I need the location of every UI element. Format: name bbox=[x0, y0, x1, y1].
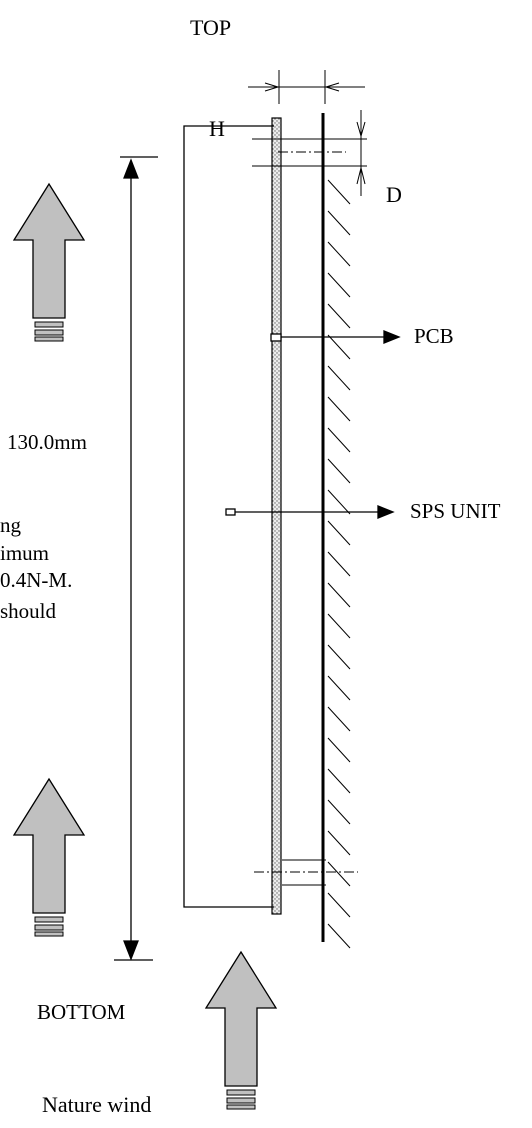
hatch-line bbox=[327, 923, 351, 949]
hatch-line bbox=[327, 458, 351, 484]
note-fragment-2: imum bbox=[0, 541, 50, 565]
hatch-line bbox=[327, 334, 351, 360]
pcb-leader bbox=[270, 330, 401, 344]
nature-wind-label: Nature wind bbox=[42, 1092, 152, 1117]
bottom-screw-marks bbox=[254, 859, 358, 886]
top-label: TOP bbox=[190, 15, 232, 40]
note-fragment-1: ng bbox=[0, 513, 21, 537]
dimension-label: 130.0mm bbox=[7, 430, 87, 454]
wall bbox=[321, 113, 351, 949]
hatch-line bbox=[327, 706, 351, 732]
hatch-line bbox=[327, 613, 351, 639]
hatch-line bbox=[327, 551, 351, 577]
hatch-line bbox=[327, 892, 351, 918]
hatch-line bbox=[327, 396, 351, 422]
h-label: H bbox=[209, 116, 225, 141]
hatch-line bbox=[327, 179, 351, 205]
top-dimension-marks bbox=[248, 70, 367, 196]
up-arrow-icon bbox=[12, 777, 86, 937]
hatch-line bbox=[327, 272, 351, 298]
note-fragment-3: 0.4N-M. bbox=[0, 568, 73, 592]
pcb-board bbox=[271, 117, 282, 915]
hatch-line bbox=[327, 768, 351, 794]
hatch-line bbox=[327, 303, 351, 329]
hatch-line bbox=[327, 675, 351, 701]
pcb-label: PCB bbox=[414, 324, 454, 348]
up-arrow-icon bbox=[204, 950, 278, 1110]
hatch-line bbox=[327, 520, 351, 546]
hatch-line bbox=[327, 737, 351, 763]
hatch-line bbox=[327, 427, 351, 453]
wall-hatching bbox=[327, 179, 351, 949]
hatch-line bbox=[327, 799, 351, 825]
bottom-label: BOTTOM bbox=[37, 1000, 126, 1024]
hatch-line bbox=[327, 489, 351, 515]
hatch-line bbox=[327, 210, 351, 236]
hatch-line bbox=[327, 861, 351, 887]
hatch-line bbox=[327, 241, 351, 267]
d-label: D bbox=[386, 182, 402, 207]
hatch-line bbox=[327, 365, 351, 391]
hatch-line bbox=[327, 830, 351, 856]
hatch-line bbox=[327, 582, 351, 608]
height-dimension bbox=[114, 156, 158, 961]
sps-unit-label: SPS UNIT bbox=[410, 499, 501, 523]
hatch-line bbox=[327, 644, 351, 670]
note-fragment-4: should bbox=[0, 599, 57, 623]
up-arrow-icon bbox=[12, 182, 86, 342]
sps-unit-outline bbox=[183, 125, 274, 908]
sps-unit-leader bbox=[225, 505, 395, 519]
